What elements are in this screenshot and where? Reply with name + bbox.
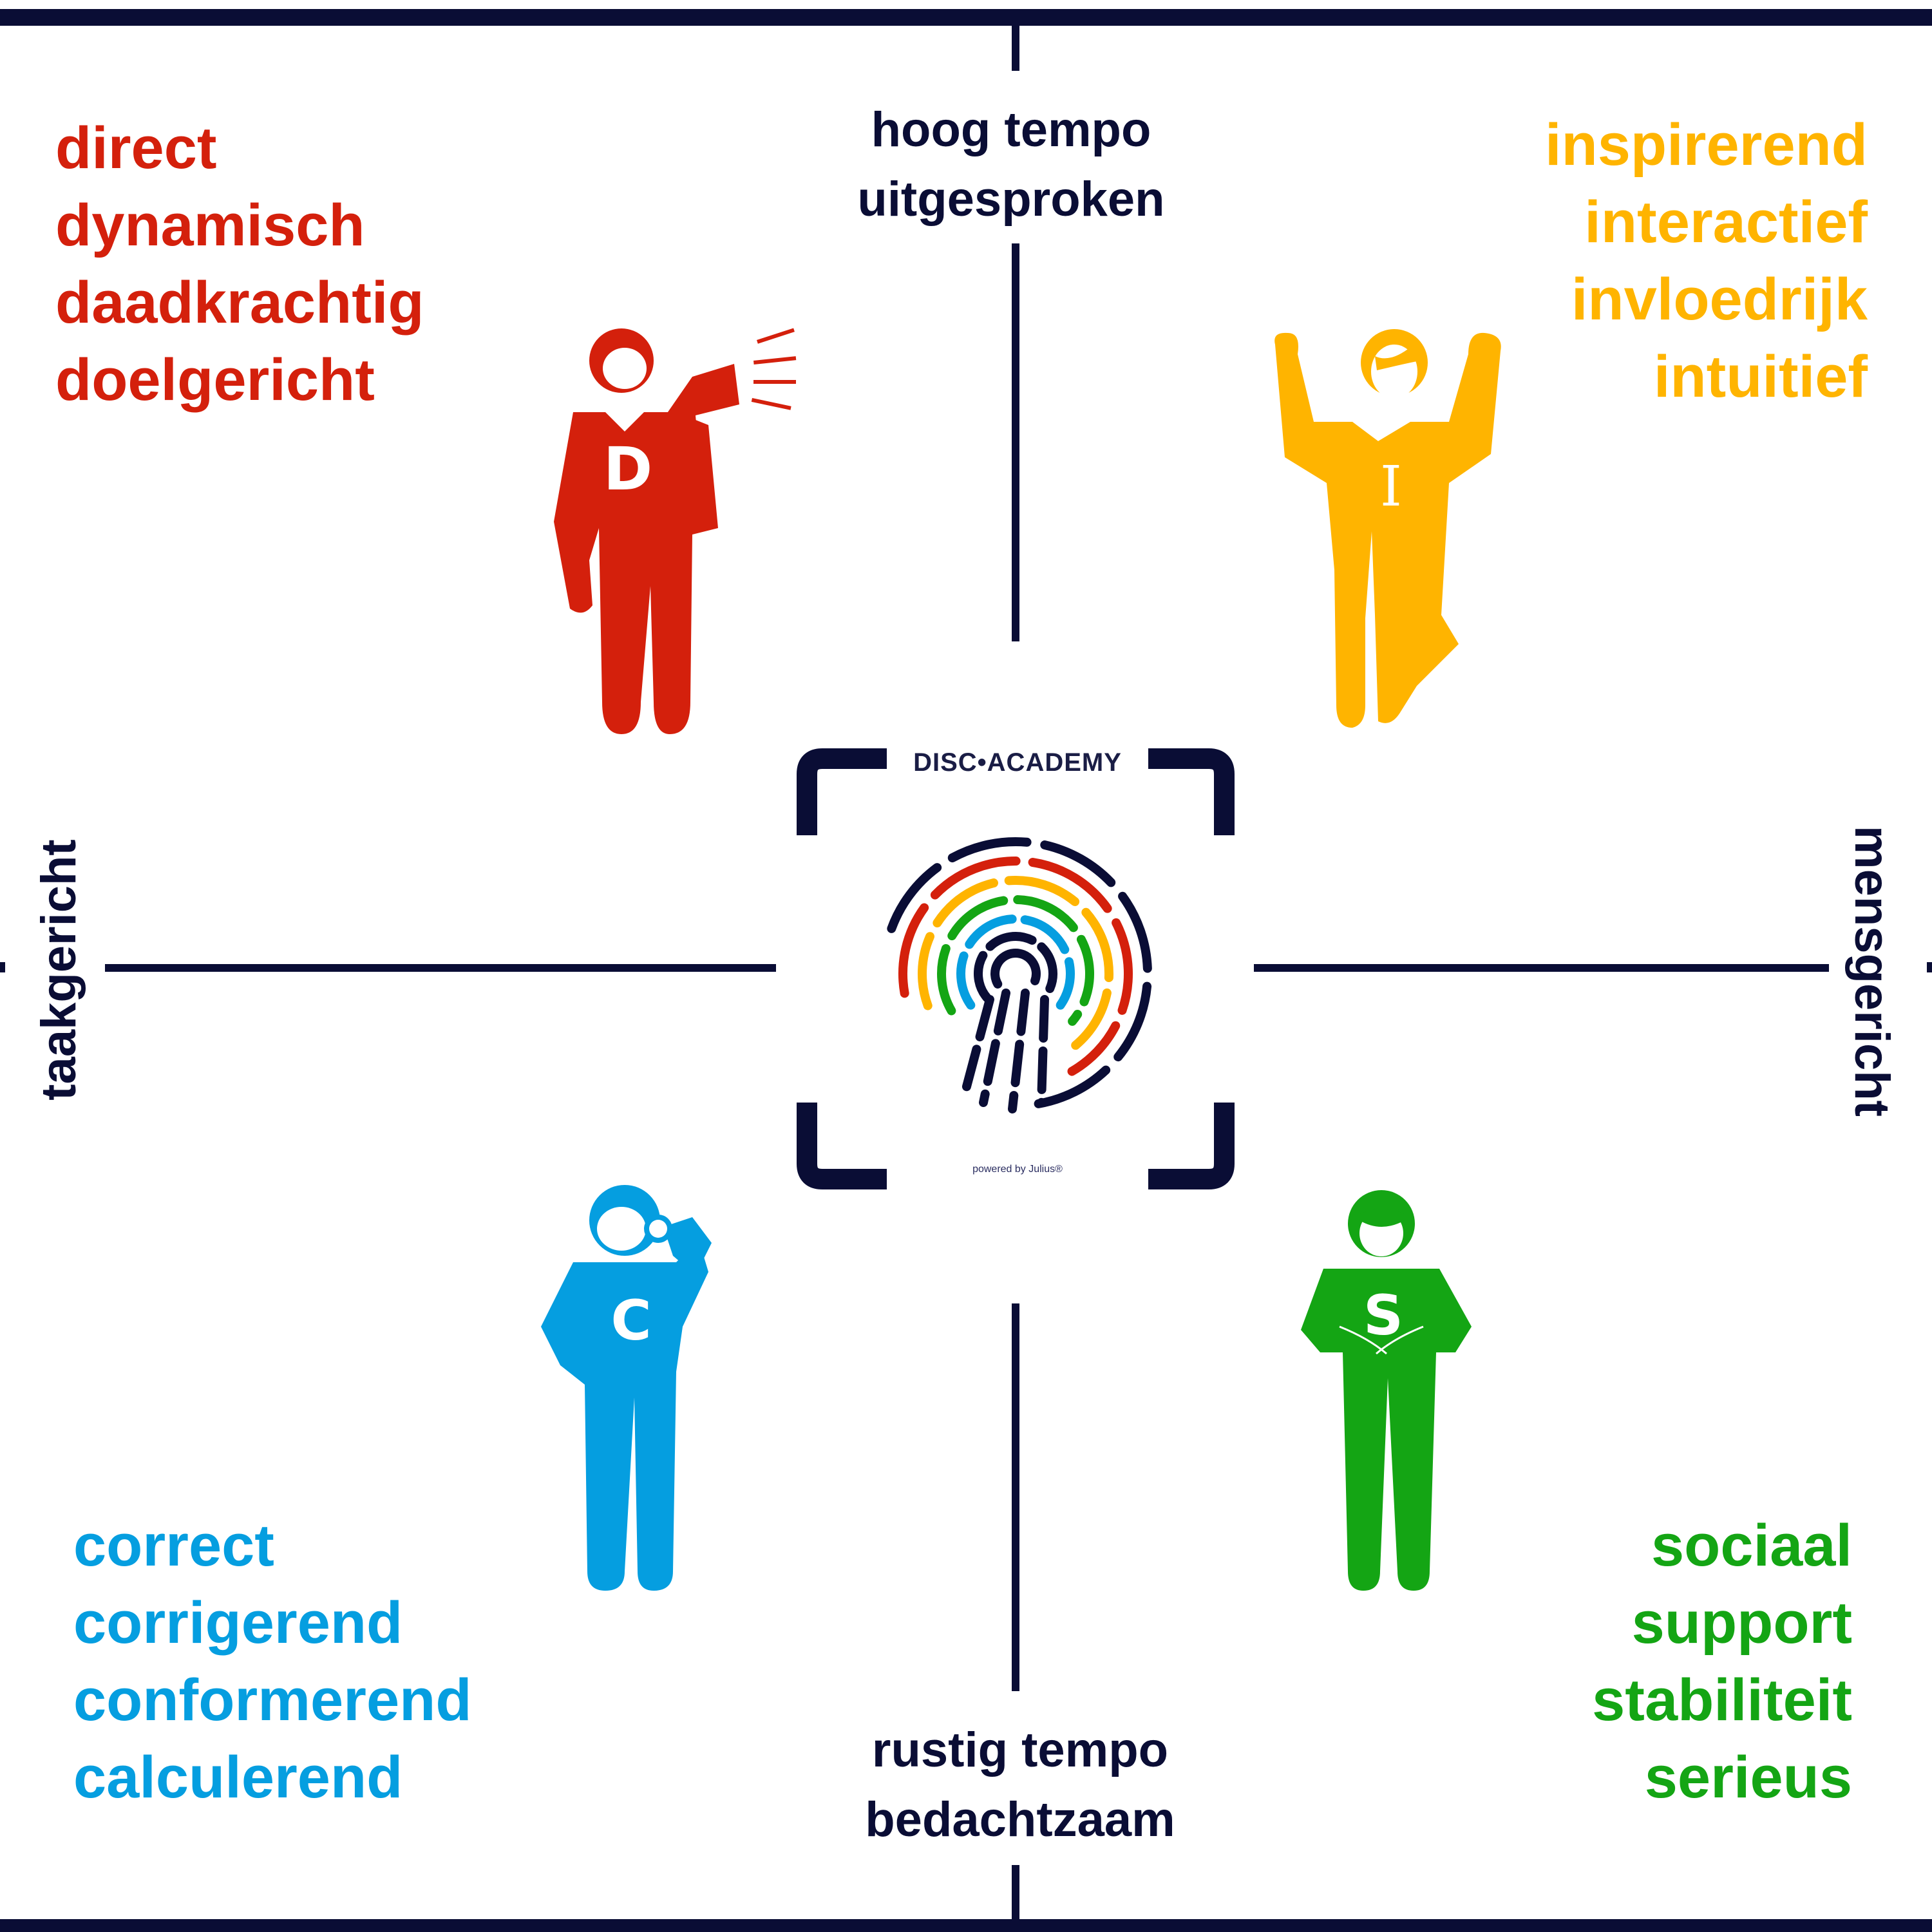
trait-item: conformerend bbox=[73, 1667, 472, 1733]
horizontal-axis-right bbox=[1254, 964, 1829, 972]
axis-label-bottom-line2: bedachtzaam bbox=[865, 1792, 1175, 1847]
trait-item: direct bbox=[55, 115, 217, 181]
figure-letter-d: D bbox=[603, 435, 652, 504]
cheering-person-icon: I bbox=[1274, 329, 1501, 728]
fingerprint-ridge bbox=[990, 949, 1041, 989]
axis-label-top: hoog tempo uitgesproken bbox=[811, 95, 1211, 234]
right-edge-tick bbox=[1927, 962, 1932, 972]
vertical-axis-top bbox=[1012, 19, 1019, 71]
fingerprint-ridge bbox=[1037, 995, 1049, 1107]
trait-item: interactief bbox=[1584, 189, 1868, 255]
logo-frame-brackets bbox=[797, 748, 1235, 1189]
axis-label-bottom-line1: rustig tempo bbox=[871, 1723, 1169, 1777]
fingerprint-ridge bbox=[960, 995, 994, 1101]
trait-item: inspirerend bbox=[1544, 112, 1868, 178]
traits-influence: inspirerend interactief invloedrijk intu… bbox=[1545, 106, 1868, 415]
trait-item: serieus bbox=[1644, 1745, 1852, 1810]
fingerprint-ridge bbox=[898, 857, 1133, 1076]
trait-item: doelgericht bbox=[55, 347, 375, 413]
figure-letter-c: C bbox=[611, 1289, 651, 1353]
trait-item: correct bbox=[73, 1513, 274, 1578]
axis-label-top-line2: uitgesproken bbox=[857, 172, 1165, 227]
calm-person-icon: S bbox=[1301, 1190, 1472, 1591]
fingerprint-ridge bbox=[979, 989, 1010, 1107]
magnifier-person-icon: C bbox=[541, 1185, 712, 1591]
vertical-axis-bottom bbox=[1012, 1865, 1019, 1923]
axis-label-right: mensgericht bbox=[1844, 826, 1899, 1117]
megaphone-person-icon: D bbox=[554, 328, 797, 734]
traits-dominant: direct dynamisch daadkrachtig doelgerich… bbox=[55, 109, 424, 419]
fingerprint-ridge bbox=[918, 876, 1113, 1050]
trait-item: calculerend bbox=[73, 1745, 403, 1810]
vertical-axis-upper bbox=[1012, 243, 1019, 641]
trait-item: invloedrijk bbox=[1571, 267, 1868, 332]
logo-title: DISC•ACADEMY bbox=[913, 748, 1122, 777]
fingerprint-icon bbox=[887, 837, 1152, 1113]
traits-conscientious: correct corrigerend conformerend calcule… bbox=[73, 1507, 472, 1816]
trait-item: corrigerend bbox=[73, 1590, 403, 1656]
traits-steadiness: sociaal support stabiliteit serieus bbox=[1592, 1507, 1852, 1816]
fingerprint-ridge bbox=[937, 895, 1094, 1026]
trait-item: stabiliteit bbox=[1592, 1667, 1852, 1733]
trait-item: support bbox=[1631, 1590, 1852, 1656]
axis-label-bottom: rustig tempo bedachtzaam bbox=[820, 1716, 1220, 1855]
logo-footer: powered by Julius® bbox=[972, 1164, 1063, 1175]
fingerprint-ridge bbox=[1008, 989, 1030, 1113]
top-border bbox=[0, 9, 1932, 26]
disc-academy-logo: DISC•ACADEMY powered by Julius® bbox=[797, 748, 1235, 1189]
trait-item: sociaal bbox=[1651, 1513, 1852, 1578]
horizontal-axis-left bbox=[105, 964, 776, 972]
bottom-border bbox=[0, 1919, 1932, 1932]
left-edge-tick bbox=[0, 962, 5, 972]
trait-item: dynamisch bbox=[55, 193, 365, 258]
axis-label-top-line1: hoog tempo bbox=[871, 102, 1151, 157]
fingerprint-ridge bbox=[956, 914, 1075, 1010]
trait-item: daadkrachtig bbox=[55, 270, 424, 336]
fingerprint-ridge bbox=[974, 932, 1057, 1003]
axis-label-left: taakgericht bbox=[32, 839, 86, 1101]
vertical-axis-lower bbox=[1012, 1303, 1019, 1691]
trait-item: intuitief bbox=[1653, 344, 1868, 410]
figure-letter-s: S bbox=[1363, 1283, 1403, 1348]
figure-letter-i: I bbox=[1380, 455, 1402, 519]
